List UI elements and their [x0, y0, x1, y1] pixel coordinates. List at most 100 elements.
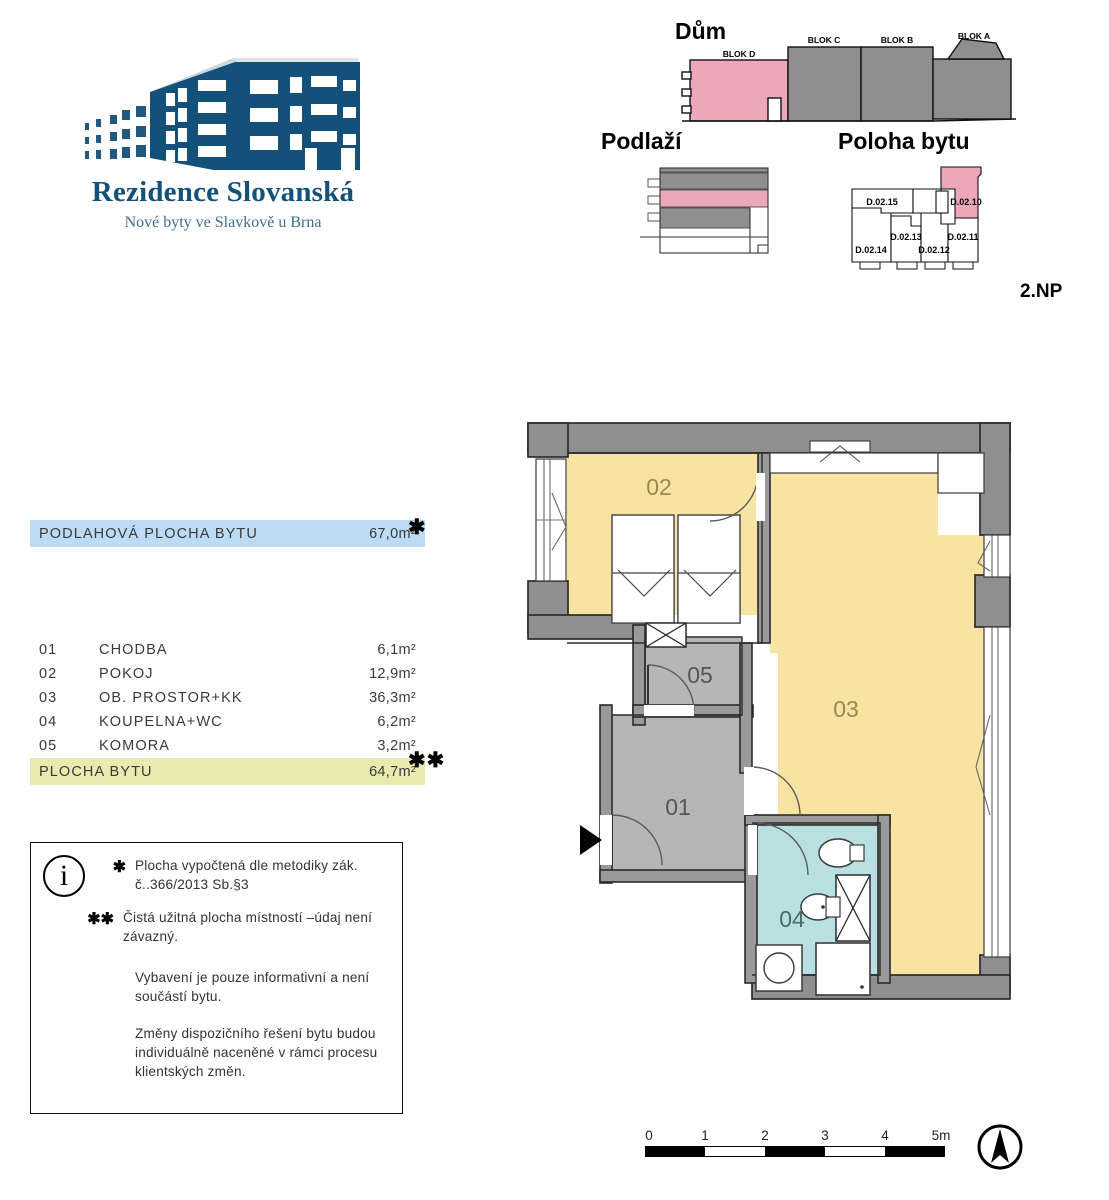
unit-D0210-shape: [940, 166, 982, 219]
legend-note-text: Vybavení je pouze informativní a není so…: [135, 970, 370, 1004]
room-area: 12,9m²: [369, 666, 416, 682]
house-elevation-diagram: BLOK D BLOK C BLOK B BLOK A: [681, 31, 1017, 122]
scale-tick: 5m: [931, 1128, 951, 1143]
window-living-right-1: [977, 534, 1011, 578]
scale-tick: 4: [881, 1128, 889, 1143]
room-fill-05: [645, 637, 742, 715]
table-row: 03 OB. PROSTOR+KK 36,3m²: [30, 686, 425, 710]
block-b-shape: [860, 46, 934, 122]
pillow-left: [611, 572, 675, 624]
niche-living-top-right: [937, 452, 985, 494]
block-a-label: BLOK A: [958, 31, 990, 41]
room-number: 01: [39, 642, 58, 658]
partition-hall-bottom: [599, 869, 753, 883]
table-row: 02 POKOJ 12,9m²: [30, 662, 425, 686]
duvet-fold-left: [617, 569, 671, 597]
scale-bar-graphic: [645, 1146, 945, 1157]
floor-area-label: PODLAHOVÁ PLOCHA BYTU: [39, 525, 258, 542]
partition-bath-right: [877, 814, 891, 984]
block-d-window-2: [681, 88, 692, 97]
legend-note-text: Změny dispozičního řešení bytu budou ind…: [135, 1026, 378, 1079]
legend-note-text: Čistá užitná plocha místností –údaj není…: [123, 910, 373, 944]
legend-note-box: i ✱ Plocha vypočtená dle metodiky zák. č…: [30, 842, 403, 1114]
table-row: 01 CHODBA 6,1m²: [30, 638, 425, 662]
block-b-label: BLOK B: [881, 35, 914, 45]
door-bathroom: [755, 822, 809, 876]
floor-area-band: PODLAHOVÁ PLOCHA BYTU 67,0m²: [30, 520, 425, 547]
legend-note-text: Plocha vypočtená dle metodiky zák. č..36…: [135, 858, 358, 892]
block-d-window-3: [681, 105, 692, 114]
room-number: 03: [39, 690, 58, 706]
window-group: [535, 440, 1011, 958]
apartment-floor-plan: 02 03 05 01 04: [520, 415, 1040, 1020]
room-name: POKOJ: [99, 666, 154, 682]
room-label-04: 04: [779, 906, 805, 932]
block-d-label: BLOK D: [723, 49, 756, 59]
north-arrow-icon: [977, 1124, 1023, 1170]
unit-D0214-shape: [851, 207, 892, 263]
ground-line: [682, 118, 1017, 122]
brand-title: Rezidence Slovanská: [91, 176, 355, 208]
total-area-label: PLOCHA BYTU: [39, 763, 153, 780]
room-fill-01: [612, 715, 752, 870]
block-a-shape: [932, 58, 1012, 120]
door-storage: [647, 664, 695, 712]
legend-note-marker: ✱: [112, 859, 126, 876]
legend-note-marker: ✱✱: [87, 911, 114, 928]
window-living-top: [769, 440, 939, 474]
stair-shaft: [935, 190, 949, 214]
position-diagram-heading: Poloha bytu: [838, 128, 970, 154]
door-hall-living: [751, 766, 801, 816]
unit-label-D0214: D.02.14: [855, 245, 887, 255]
door-entry: [611, 814, 663, 866]
brand-logo-block: Rezidence Slovanská Nové byty ve Slavkov…: [28, 30, 418, 232]
room-area: 36,3m²: [369, 690, 416, 706]
total-area-marker: ✱✱: [408, 749, 446, 772]
block-d-window-1: [681, 71, 692, 80]
room-area: 6,1m²: [377, 642, 416, 658]
legend-note-item: ✱ Plocha vypočtená dle metodiky zák. č..…: [91, 857, 391, 895]
door-opening-group: [600, 473, 765, 875]
block-a-roof: [946, 38, 1006, 60]
room-area: 6,2m²: [377, 714, 416, 730]
duvet-fold-right: [683, 569, 737, 597]
room-label-05: 05: [687, 662, 713, 688]
floor-area-value: 67,0m²: [369, 525, 416, 542]
floor-level-label: 2.NP: [1020, 281, 1063, 302]
info-icon: i: [43, 855, 85, 897]
block-c-label: BLOK C: [808, 35, 841, 45]
room-label-03: 03: [833, 696, 859, 722]
area-summary-block: PODLAHOVÁ PLOCHA BYTU 67,0m²: [30, 520, 425, 547]
legend-note-item: ✱✱ Čistá užitná plocha místností –údaj n…: [79, 909, 394, 947]
total-area-value: 64,7m²: [369, 763, 416, 780]
building-logo-icon: [85, 58, 360, 170]
wall-left-upper: [527, 422, 569, 458]
room-number: 05: [39, 738, 58, 754]
room-name: KOUPELNA+WC: [99, 714, 223, 730]
floor-area-marker: ✱: [408, 516, 427, 539]
scale-bar-block: 0 1 2 3 4 5m: [645, 1128, 950, 1157]
scale-tick: 2: [761, 1128, 769, 1143]
highlighted-floor-band: [659, 189, 769, 208]
pillow-right: [677, 572, 741, 624]
block-d-door: [767, 97, 782, 122]
room-area: 3,2m²: [377, 738, 416, 754]
scale-tick: 1: [701, 1128, 709, 1143]
floor-section-diagram: [640, 167, 769, 254]
house-diagram-heading: Dům: [675, 18, 727, 44]
wall-top: [527, 422, 1011, 454]
scale-tick: 3: [821, 1128, 829, 1143]
window-living-right-2: [975, 626, 1011, 958]
table-row: 04 KOUPELNA+WC 6,2m²: [30, 710, 425, 734]
floor-diagram-heading: Podlaží: [601, 128, 682, 154]
brand-subtitle: Nové byty ve Slavkově u Brna: [124, 214, 322, 231]
room-number: 04: [39, 714, 58, 730]
room-name: KOMORA: [99, 738, 171, 754]
wall-right-mid: [974, 574, 1011, 628]
legend-note-item: Vybavení je pouze informativní a není so…: [135, 969, 395, 1007]
bathroom-fixtures: [755, 838, 871, 996]
room-label-01: 01: [665, 794, 691, 820]
block-c-shape: [787, 46, 862, 122]
unit-label-D0212: D.02.12: [918, 245, 950, 255]
unit-label-D0213: D.02.13: [890, 232, 922, 242]
